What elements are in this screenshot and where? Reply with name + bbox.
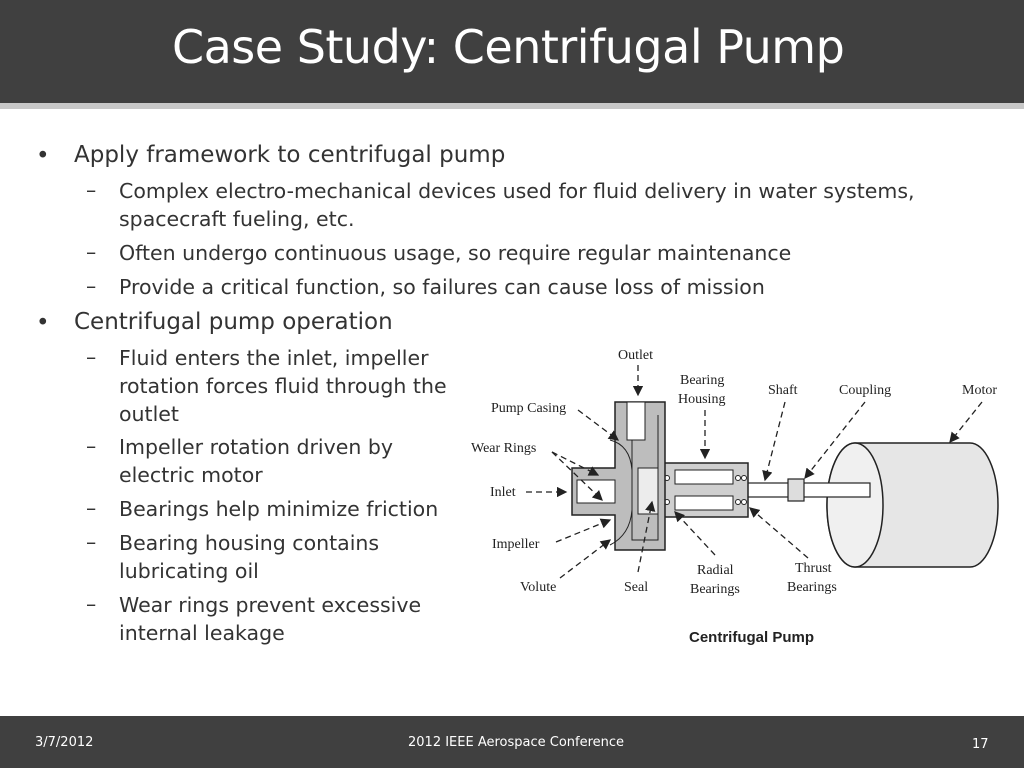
label-radial-1: Radial — [697, 563, 734, 578]
dash-marker: – — [86, 592, 97, 616]
bullet-marker: • — [36, 143, 50, 169]
dash-marker: – — [86, 240, 97, 264]
sub-bullet-bearing-housing-oil: Bearing housing contains lubricating oil — [119, 531, 380, 583]
bullet-marker: • — [36, 310, 50, 336]
sub-bullet-complex-devices: Complex electro-mechanical devices used … — [119, 179, 915, 231]
pump-casing-shape — [571, 401, 666, 551]
label-thrust-1: Thrust — [795, 561, 832, 576]
motor-shape — [826, 442, 999, 568]
label-pump-casing: Pump Casing — [491, 401, 566, 416]
dash-marker: – — [86, 345, 97, 369]
label-motor: Motor — [962, 383, 997, 398]
label-bearing-housing-1: Bearing — [680, 373, 724, 388]
centrifugal-pump-diagram: Outlet Bearing Housing Shaft Coupling Mo… — [471, 348, 999, 646]
label-thrust-2: Bearings — [787, 580, 837, 595]
label-inlet: Inlet — [490, 485, 516, 500]
label-seal: Seal — [624, 580, 648, 595]
sub-bullet-critical-function: Provide a critical function, so failures… — [119, 275, 765, 299]
dash-marker: – — [86, 530, 97, 554]
label-radial-2: Bearings — [690, 582, 740, 597]
footer-page-number: 17 — [972, 737, 989, 752]
label-coupling: Coupling — [839, 383, 891, 398]
sub-bullet-fluid-enters: Fluid enters the inlet, impeller rotatio… — [119, 346, 447, 426]
leader-lines — [526, 365, 983, 579]
header-divider — [0, 103, 1024, 109]
bearing-housing-shape — [659, 462, 749, 518]
label-volute: Volute — [520, 580, 556, 595]
label-shaft: Shaft — [768, 383, 798, 398]
sub-bullet-bearings-friction: Bearings help minimize friction — [119, 497, 439, 521]
footer-conference: 2012 IEEE Aerospace Conference — [408, 735, 625, 750]
label-wear-rings: Wear Rings — [471, 441, 536, 456]
footer-date: 3/7/2012 — [35, 735, 94, 750]
label-impeller: Impeller — [492, 537, 540, 552]
label-outlet: Outlet — [618, 348, 653, 363]
sub-bullet-continuous-usage: Often undergo continuous usage, so requi… — [119, 241, 792, 265]
coupling-shape — [787, 478, 805, 502]
sub-bullet-wear-rings: Wear rings prevent excessive internal le… — [119, 593, 422, 645]
dash-marker: – — [86, 274, 97, 298]
slide-footer — [0, 716, 1024, 768]
sub-bullet-impeller-rotation: Impeller rotation driven by electric mot… — [119, 435, 394, 487]
bullet-apply-framework: Apply framework to centrifugal pump — [74, 142, 506, 168]
slide-header — [0, 0, 1024, 103]
dash-marker: – — [86, 178, 97, 202]
diagram-caption: Centrifugal Pump — [689, 629, 814, 646]
label-bearing-housing-2: Housing — [678, 392, 725, 407]
dash-marker: – — [86, 434, 97, 458]
slide-title: Case Study: Centrifugal Pump — [172, 20, 845, 74]
dash-marker: – — [86, 496, 97, 520]
bullet-pump-operation: Centrifugal pump operation — [74, 309, 393, 335]
